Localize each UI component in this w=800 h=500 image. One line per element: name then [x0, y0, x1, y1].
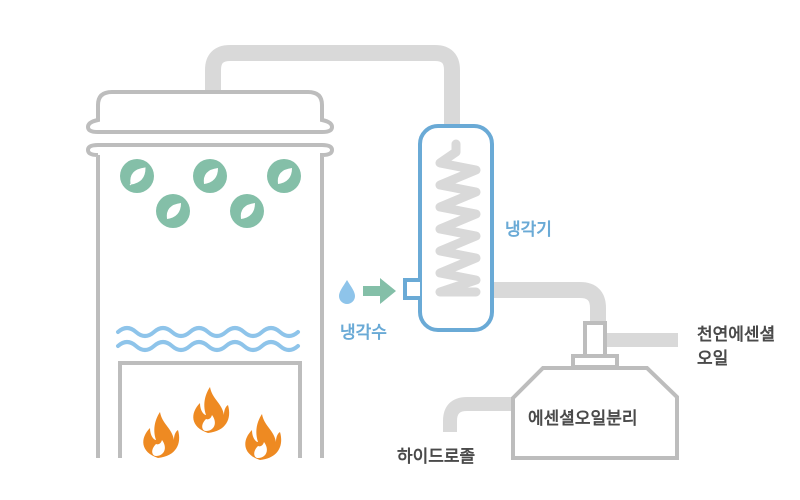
leaf-icon: [156, 194, 190, 228]
fire-chamber: [118, 361, 302, 458]
condenser-inlet: [403, 278, 420, 300]
flame-icon: [245, 414, 282, 460]
condenser-outlet-pipe: [490, 282, 606, 325]
leaf-icons: [120, 159, 301, 228]
cooling-water-label: 냉각수: [340, 323, 387, 343]
leaf-icon: [193, 159, 227, 193]
condenser-label: 냉각기: [505, 220, 552, 240]
separator-tank: [511, 366, 679, 460]
water-wave-icon: [116, 326, 300, 338]
flame-icon: [143, 412, 180, 458]
cooling-coil: [435, 139, 481, 297]
flame-icon: [193, 387, 230, 433]
inflow-arrow-icon: [363, 278, 396, 304]
still-body: [85, 143, 335, 458]
flame-icons: [143, 387, 282, 460]
steam-pipe: [205, 45, 460, 128]
separator-flange: [571, 354, 619, 369]
leaf-icon: [120, 159, 154, 193]
leaf-icon: [267, 159, 301, 193]
essential-oil-label-line2: 오일: [697, 349, 729, 369]
hydrosol-label: 하이드로졸: [397, 447, 476, 467]
essential-oil-label-line1: 천연에센셜: [697, 325, 776, 345]
water-drop-icon: [339, 280, 355, 304]
separator-neck: [583, 321, 607, 358]
leaf-icon: [230, 194, 264, 228]
hydrosol-pipe: [443, 397, 514, 432]
water-wave-icon: [116, 340, 300, 352]
separator-label: 에센셜오일분리: [528, 409, 638, 429]
still-lid: [85, 90, 335, 134]
